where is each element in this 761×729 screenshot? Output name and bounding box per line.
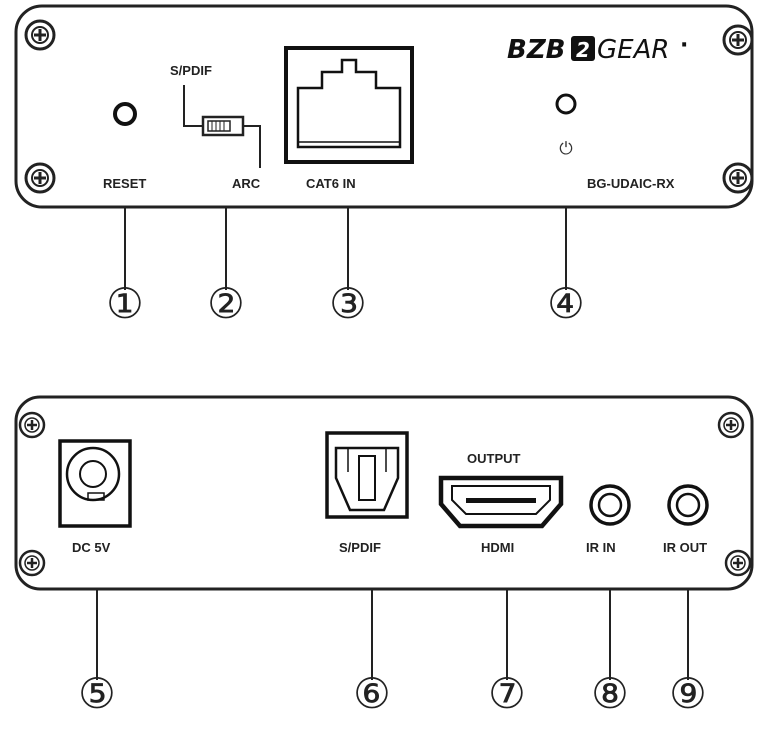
reset-label: RESET [103, 176, 146, 191]
rear-panel-body [14, 395, 754, 591]
switch-leader-line [243, 125, 261, 168]
rj45-port-icon [284, 46, 414, 164]
callout-number-4: ④ [547, 279, 585, 328]
rear-callouts: ⑤ ⑥ ⑦ ⑧ ⑨ [78, 589, 707, 718]
screw-icon [717, 411, 745, 439]
front-panel-body [14, 4, 754, 209]
svg-text:2: 2 [576, 38, 590, 62]
hdmi-port-icon [438, 475, 564, 529]
selector-switch-icon [201, 115, 245, 137]
svg-text:GEAR: GEAR [597, 35, 669, 65]
screw-icon [18, 411, 46, 439]
hdmi-label: HDMI [481, 540, 514, 555]
screw-icon [722, 162, 754, 194]
output-label: OUTPUT [467, 451, 521, 466]
screw-icon [24, 19, 56, 51]
dc-5v-label: DC 5V [72, 540, 111, 555]
callout-number-3: ③ [329, 279, 367, 328]
callout-number-2: ② [207, 279, 245, 328]
ir-in-label: IR IN [586, 540, 616, 555]
optical-port-icon [325, 431, 409, 519]
screw-icon [18, 549, 46, 577]
brand-logo: BZB 2 GEAR · [507, 33, 688, 65]
model-label: BG-UDAIC-RX [587, 176, 675, 191]
power-symbol-icon: ⏻ [559, 139, 573, 159]
power-led-icon [555, 93, 577, 115]
ir-out-label: IR OUT [663, 540, 707, 555]
switch-leader-line [183, 85, 203, 127]
spdif-switch-label: S/PDIF [170, 63, 212, 78]
spdif-label: S/PDIF [339, 540, 381, 555]
reset-button-icon [113, 102, 137, 126]
svg-text:·: · [680, 33, 688, 58]
rear-panel: DC 5V S/PDIF OUTPUT HDMI IR IN IR OUT [14, 395, 754, 591]
front-panel: RESET S/PDIF ARC CAT6 IN ⏻ BZB 2 GEAR · [14, 4, 754, 209]
ir-in-jack-icon [589, 484, 631, 526]
screw-icon [724, 549, 752, 577]
screw-icon [24, 162, 56, 194]
cat6-in-label: CAT6 IN [306, 176, 356, 191]
dc-power-jack-icon [58, 439, 132, 528]
callout-number-8: ⑧ [591, 669, 629, 718]
screw-icon [722, 24, 754, 56]
callout-number-6: ⑥ [353, 669, 391, 718]
callout-number-9: ⑨ [669, 669, 707, 718]
arc-label: ARC [232, 176, 261, 191]
callout-number-7: ⑦ [488, 669, 526, 718]
front-callouts: ① ② ③ ④ [106, 207, 585, 328]
ir-out-jack-icon [667, 484, 709, 526]
callout-number-5: ⑤ [78, 669, 116, 718]
svg-text:BZB: BZB [507, 35, 566, 65]
callout-number-1: ① [106, 279, 144, 328]
